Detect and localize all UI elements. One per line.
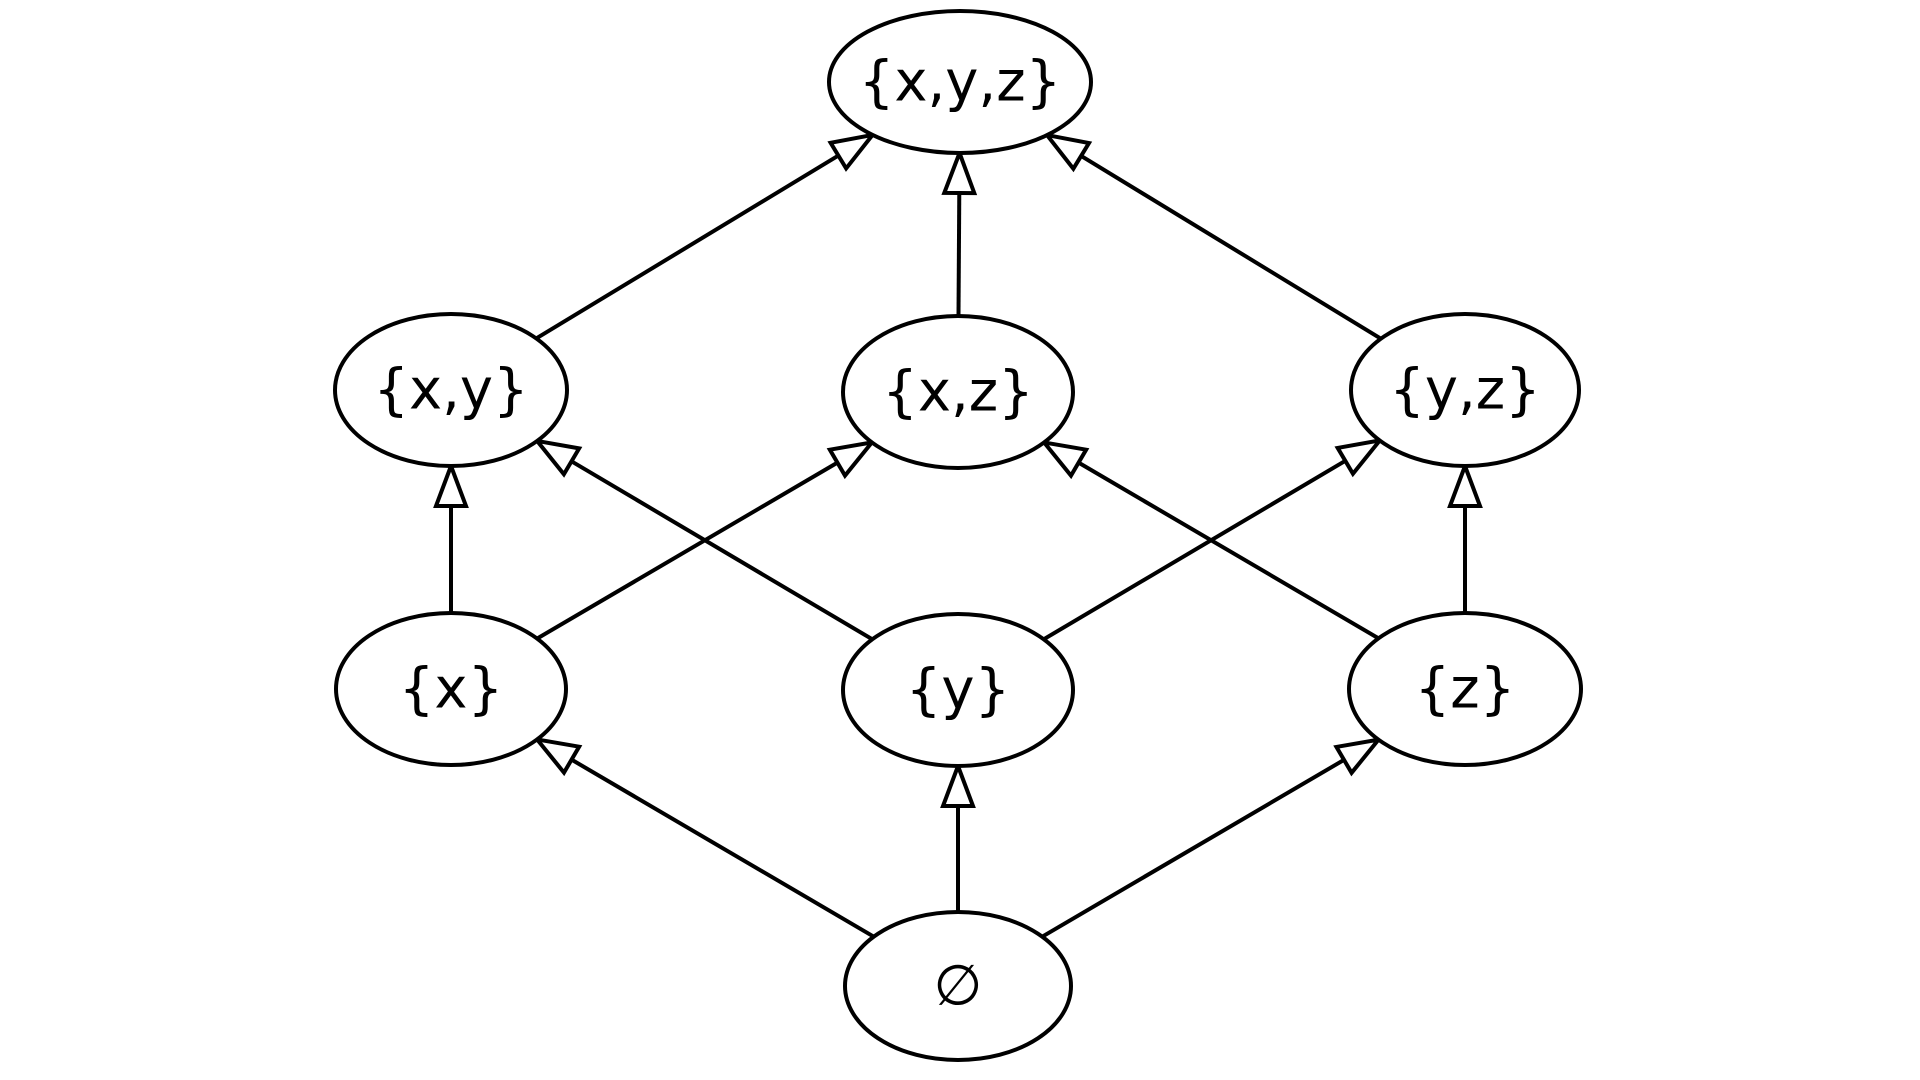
node-label: {x,y,z} <box>859 50 1062 115</box>
node-y: {y} <box>841 612 1075 768</box>
edge-y-to-xy <box>532 438 874 642</box>
edge-xy-to-xyz <box>535 131 878 341</box>
node-label: {x,z} <box>882 360 1034 425</box>
node-empty: ∅ <box>843 910 1073 1062</box>
edge-empty-to-z <box>1041 736 1384 939</box>
node-ellipse <box>1349 312 1581 468</box>
edge-line <box>570 757 875 939</box>
node-label: ∅ <box>934 954 983 1019</box>
edge-arrowhead <box>1333 736 1384 777</box>
node-label: {y,z} <box>1389 358 1541 423</box>
edge-line <box>536 460 839 641</box>
edges-layer <box>433 131 1483 939</box>
node-yz: {y,z} <box>1349 312 1581 468</box>
node-label: {z} <box>1415 657 1516 722</box>
edge-arrowhead <box>1447 460 1483 508</box>
edge-line <box>1080 154 1382 341</box>
node-label: {x,y} <box>373 358 528 423</box>
node-ellipse <box>841 314 1075 470</box>
node-ellipse <box>334 611 568 767</box>
node-xy: {x,y} <box>333 312 569 468</box>
edge-x-to-xz <box>536 439 877 641</box>
edge-arrowhead <box>532 736 583 777</box>
nodes-layer: {x,y,z} {x,y} {x,z} {y,z} {x} {y} {z} ∅ <box>333 9 1583 1062</box>
node-label: {x} <box>399 657 503 722</box>
edge-empty-to-x <box>532 736 875 939</box>
node-ellipse <box>841 612 1075 768</box>
node-x: {x} <box>334 611 568 767</box>
node-xz: {x,z} <box>841 314 1075 470</box>
node-xyz: {x,y,z} <box>827 9 1093 155</box>
edge-z-to-yz <box>1447 460 1483 613</box>
node-label: {y} <box>906 658 1010 723</box>
edge-line <box>1042 459 1347 642</box>
node-ellipse <box>843 910 1073 1062</box>
edge-line <box>1077 460 1380 641</box>
edge-z-to-xz <box>1039 439 1380 641</box>
node-ellipse <box>827 9 1093 155</box>
edge-y-to-yz <box>1042 437 1385 642</box>
edge-line <box>956 192 962 317</box>
edge-line <box>570 459 874 642</box>
edge-arrowhead <box>827 131 878 172</box>
edge-arrowhead <box>826 439 877 480</box>
node-ellipse <box>1347 611 1583 767</box>
node-z: {z} <box>1347 611 1583 767</box>
edge-line <box>535 153 840 341</box>
edge-xz-to-xyz <box>941 147 978 317</box>
node-ellipse <box>333 312 569 468</box>
edge-arrowhead <box>1334 437 1385 478</box>
edge-arrowhead <box>1039 439 1090 480</box>
edge-arrowhead <box>532 438 583 478</box>
edge-arrowhead <box>1042 132 1093 173</box>
edge-x-to-xy <box>433 460 469 613</box>
edge-empty-to-y <box>940 760 976 912</box>
edge-arrowhead <box>940 760 976 808</box>
edge-arrowhead <box>941 147 978 196</box>
edge-arrowhead <box>433 460 469 508</box>
edge-yz-to-xyz <box>1042 132 1382 341</box>
edge-line <box>1041 758 1346 939</box>
